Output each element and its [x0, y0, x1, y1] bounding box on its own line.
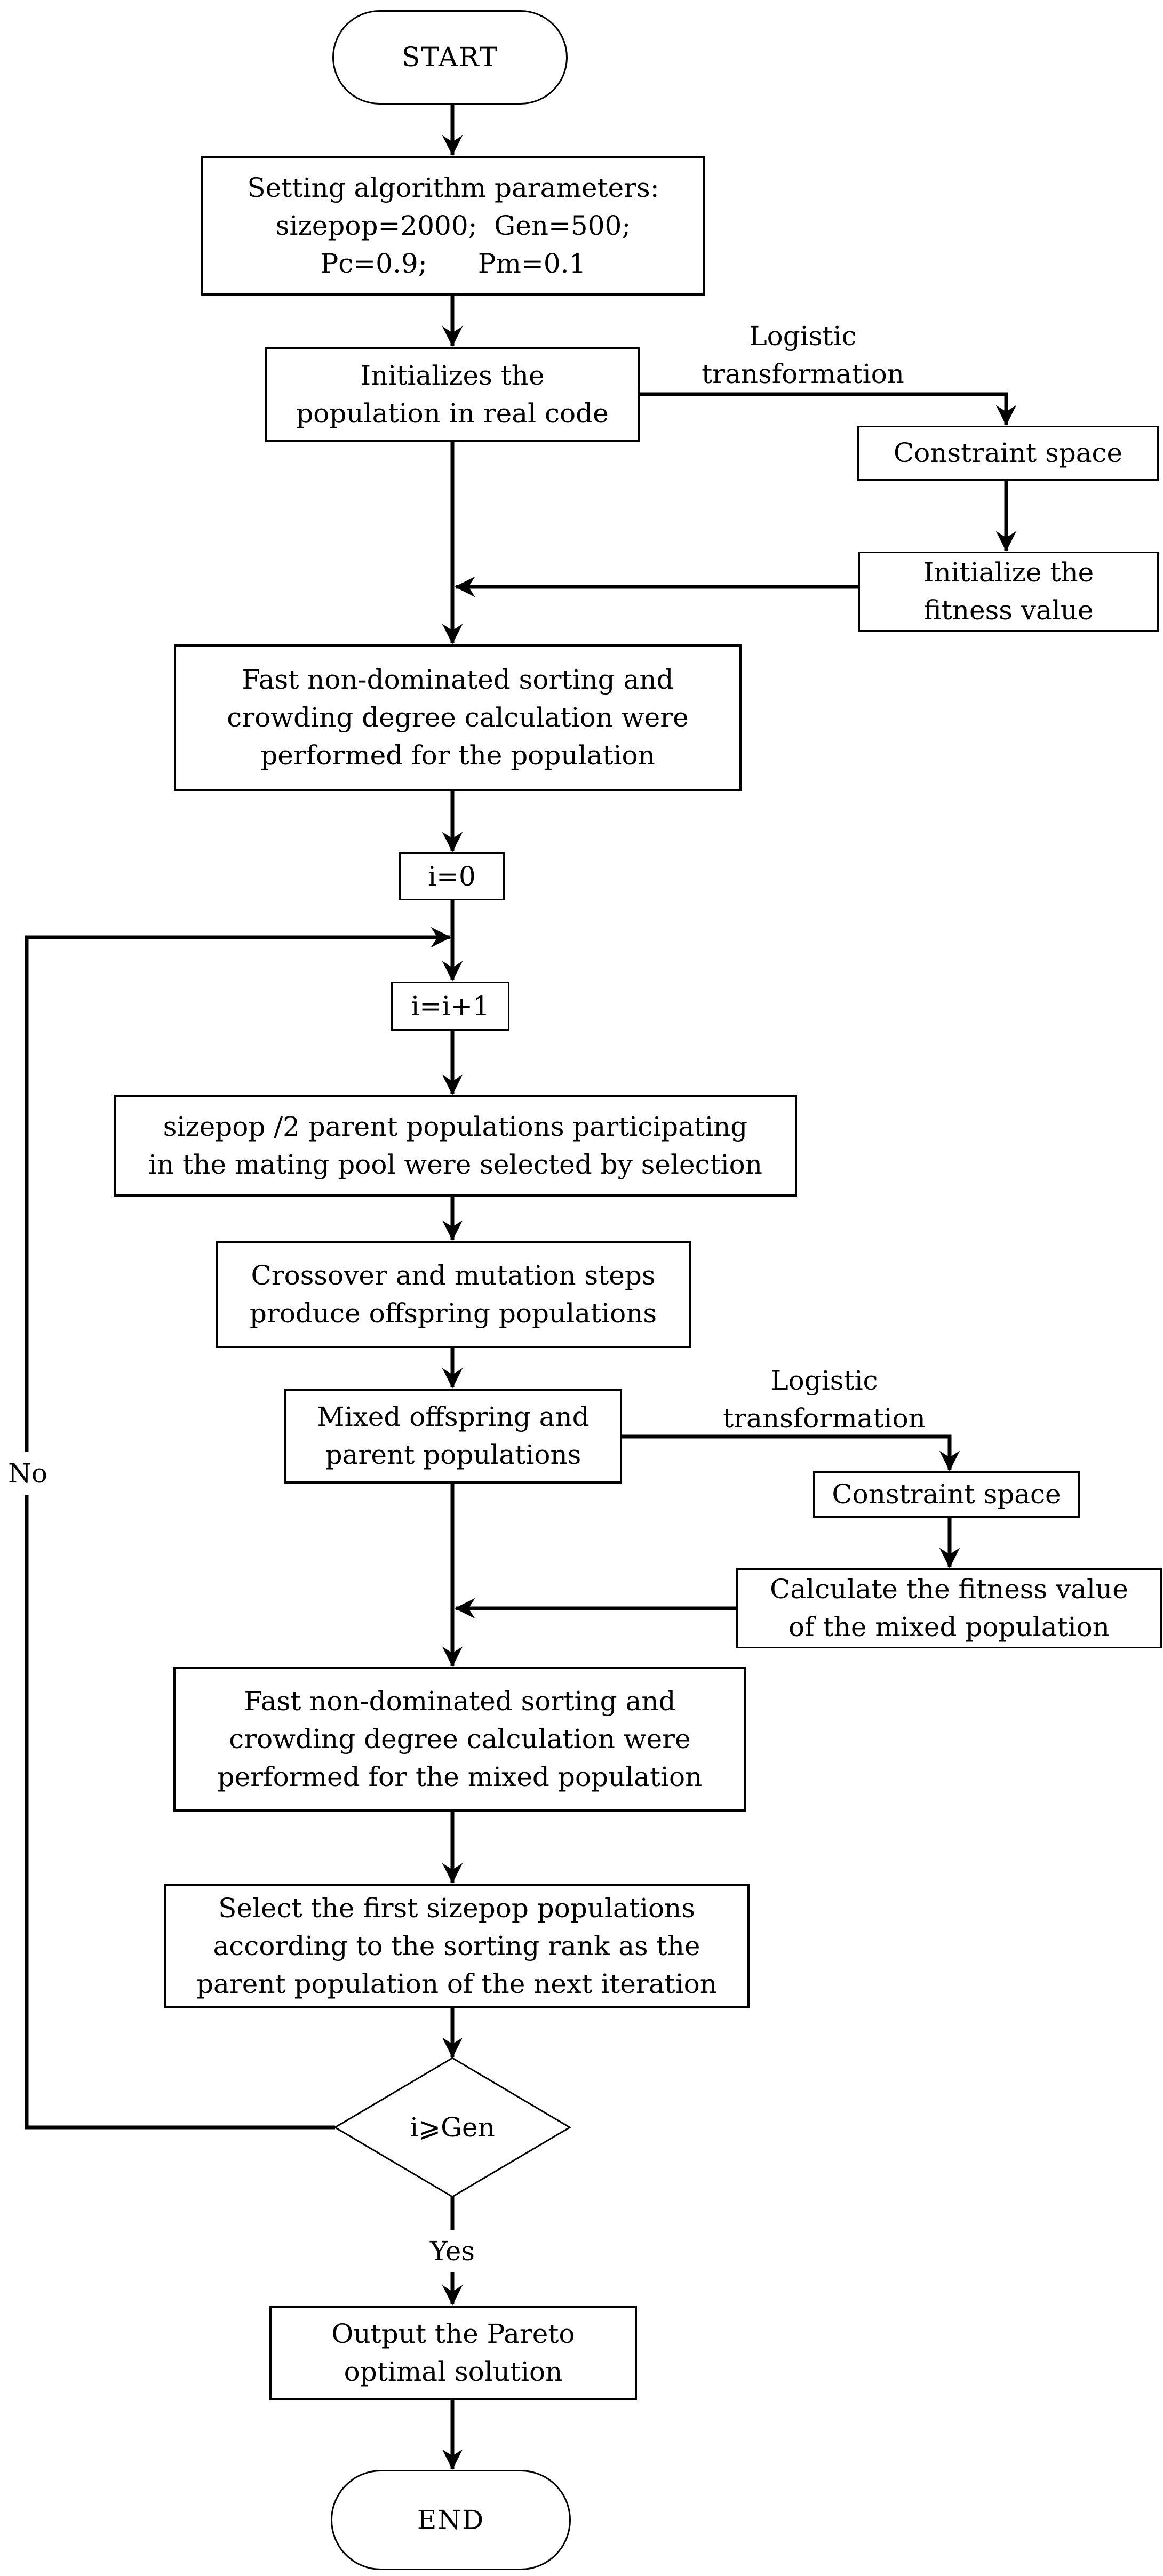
node-initialize-fitness: Initialize the fitness value — [858, 552, 1159, 632]
edge-no-loop — [25, 927, 451, 2130]
node-selection: sizepop /2 parent populations participat… — [114, 1095, 797, 1197]
label-logistic-transformation-2: Logistic transformation — [723, 1365, 926, 1434]
node-constraint-space-1: Constraint space — [857, 426, 1159, 481]
node-fast-sorting-mixed: Fast non-dominated sorting and crowding … — [173, 1667, 746, 1812]
node-start: START — [332, 10, 568, 105]
node-output-pareto: Output the Pareto optimal solution — [269, 2306, 637, 2400]
node-select-next-parents: Select the first sizepop populations acc… — [164, 1884, 750, 2008]
node-calculate-fitness: Calculate the fitness value of the mixed… — [736, 1568, 1162, 1648]
node-initialize-population: Initializes the population in real code — [265, 347, 640, 442]
node-crossover-mutation: Crossover and mutation steps produce off… — [216, 1241, 691, 1348]
node-decision-i-gen: i⩾Gen — [410, 2111, 495, 2143]
node-fast-sorting-population: Fast non-dominated sorting and crowding … — [174, 644, 742, 791]
node-end: END — [331, 2470, 571, 2570]
label-yes: Yes — [412, 2230, 492, 2272]
edge-logistic-transform-2 — [622, 1434, 960, 1471]
node-set-parameters: Setting algorithm parameters: sizepop=20… — [201, 156, 705, 296]
decision-diamond — [333, 2057, 571, 2198]
node-i-zero: i=0 — [399, 852, 505, 900]
label-logistic-transformation-1: Logistic transformation — [702, 321, 904, 389]
node-constraint-space-2: Constraint space — [813, 1471, 1080, 1518]
node-i-increment: i=i+1 — [391, 982, 509, 1031]
node-mixed-populations: Mixed offspring and parent populations — [284, 1389, 622, 1484]
edge-logistic-transform-1 — [640, 392, 1017, 426]
label-no: No — [0, 1452, 55, 1495]
